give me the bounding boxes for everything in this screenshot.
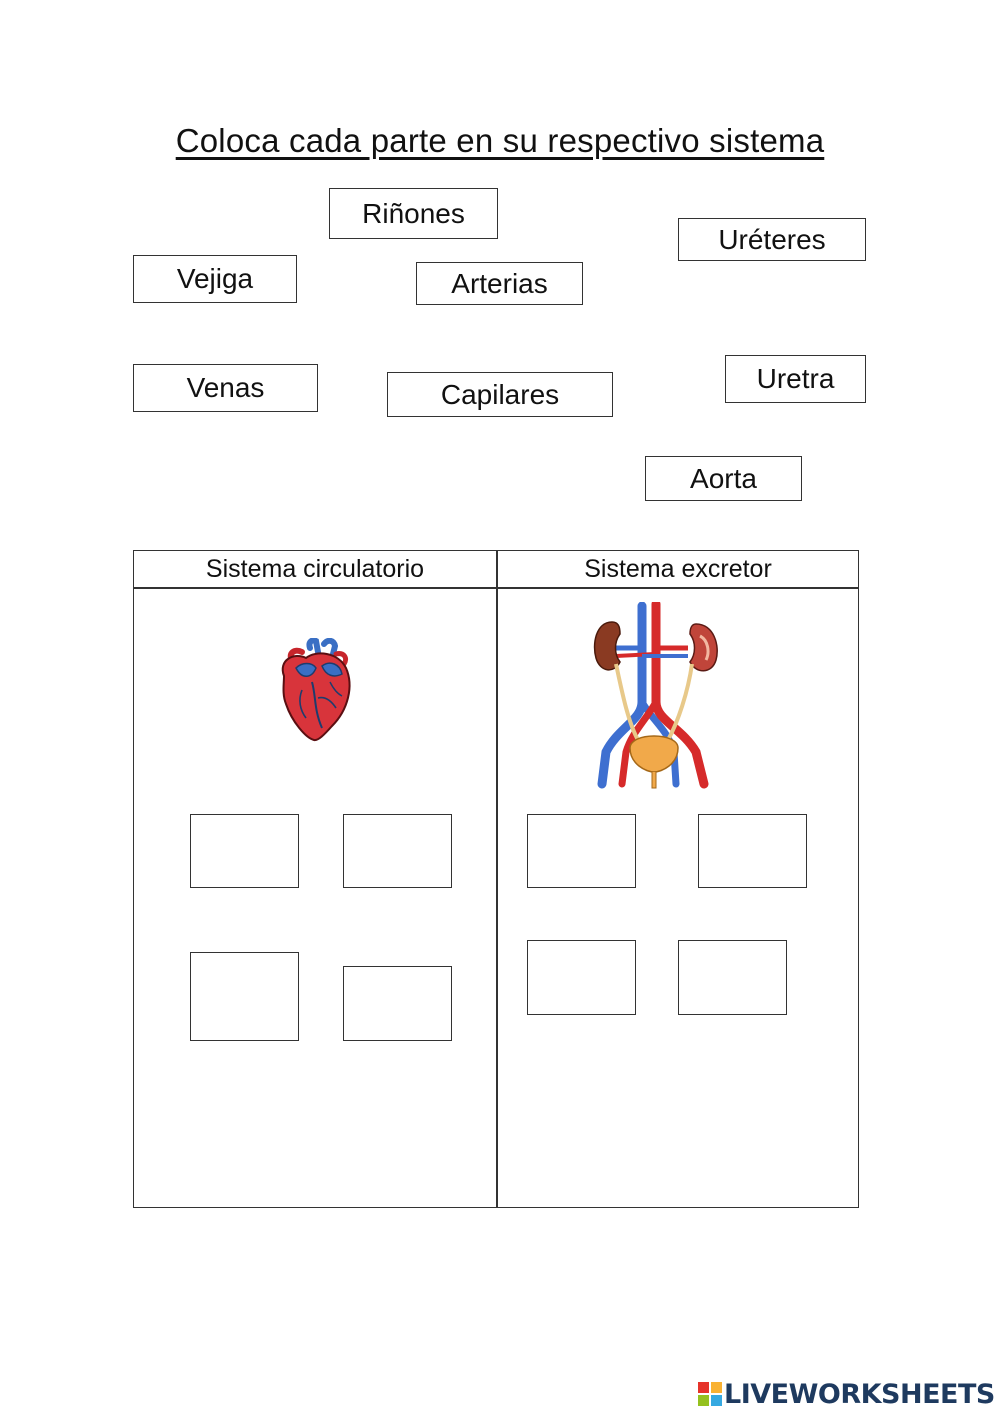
urinary-system-icon <box>593 602 718 789</box>
word-card-aorta[interactable]: Aorta <box>645 456 802 501</box>
classification-table: Sistema circulatorio Sistema excretor <box>133 550 859 1208</box>
drop-box-excretory-4[interactable] <box>678 940 787 1015</box>
word-card-rinones[interactable]: Riñones <box>329 188 498 239</box>
header-excretory: Sistema excretor <box>584 555 772 583</box>
word-card-capilares[interactable]: Capilares <box>387 372 613 417</box>
logo-text: LIVEWORKSHEETS <box>724 1378 995 1410</box>
heart-icon <box>281 638 351 742</box>
header-circulatory: Sistema circulatorio <box>205 555 425 583</box>
drop-box-excretory-3[interactable] <box>527 940 636 1015</box>
word-card-arterias[interactable]: Arterias <box>416 262 583 305</box>
drop-box-excretory-1[interactable] <box>527 814 636 888</box>
liveworksheets-logo: LIVEWORKSHEETS <box>698 1378 995 1410</box>
header-divider <box>134 587 858 589</box>
drop-box-circulatory-4[interactable] <box>343 966 452 1041</box>
drop-box-circulatory-2[interactable] <box>343 814 452 888</box>
word-card-ureteres[interactable]: Uréteres <box>678 218 866 261</box>
word-card-vejiga[interactable]: Vejiga <box>133 255 297 303</box>
column-divider <box>496 551 498 1207</box>
word-card-venas[interactable]: Venas <box>133 364 318 412</box>
worksheet-title: Coloca cada parte en su respectivo siste… <box>175 122 825 159</box>
drop-box-excretory-2[interactable] <box>698 814 807 888</box>
word-card-uretra[interactable]: Uretra <box>725 355 866 403</box>
logo-mark-icon <box>698 1382 722 1406</box>
drop-box-circulatory-1[interactable] <box>190 814 299 888</box>
drop-box-circulatory-3[interactable] <box>190 952 299 1041</box>
